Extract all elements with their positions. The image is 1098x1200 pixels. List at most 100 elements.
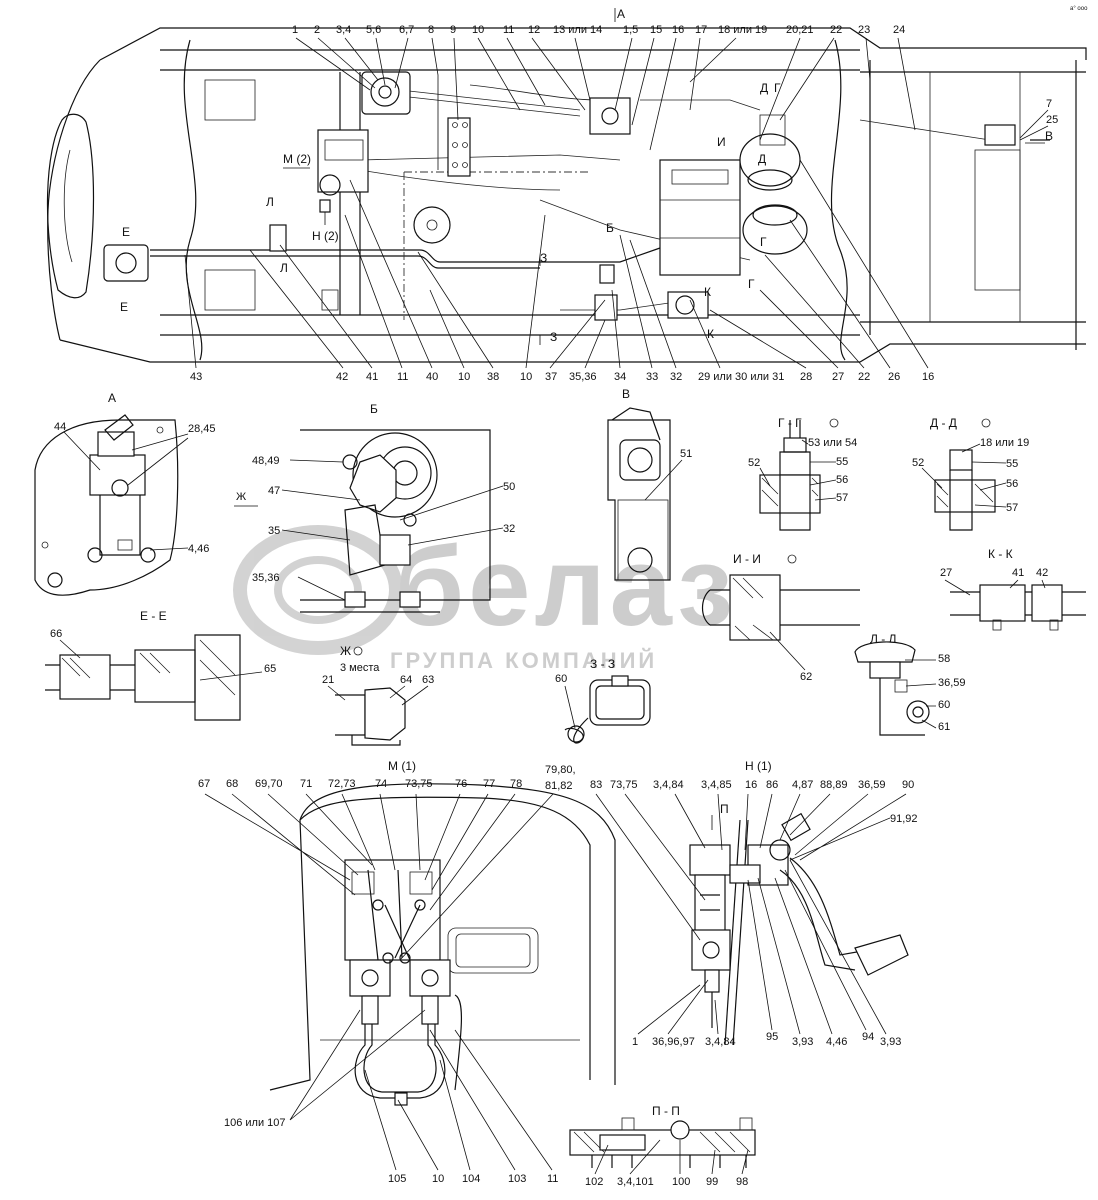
callout-7-right: 7	[1046, 98, 1052, 110]
mark-g-low: Г	[748, 277, 755, 291]
view-kk: К - К 27 41 42	[940, 547, 1086, 631]
brake-chamber-lower	[742, 204, 808, 255]
mark-z-top: З	[540, 251, 547, 265]
m1-label-77: 77	[483, 778, 495, 790]
view-b-mark-zh: Ж	[236, 491, 246, 503]
mark-n2: Н (2)	[312, 229, 339, 243]
view-zz-label-60: 60	[555, 673, 567, 685]
callout-5-6: 5,6	[366, 24, 381, 36]
view-v: В 51	[607, 387, 692, 581]
callout-11: 11	[503, 24, 514, 36]
callout-12: 12	[528, 24, 540, 36]
mark-k-top: К	[704, 285, 711, 299]
callout-43: 43	[190, 371, 202, 383]
m1-label-11: 11	[547, 1173, 558, 1185]
n1-label-90: 90	[902, 779, 914, 791]
view-b: Б 48,49 47 50 35 32 35,36 Ж	[234, 402, 515, 613]
n1-label-83: 83	[590, 779, 602, 791]
view-dd-label-52: 52	[912, 457, 924, 469]
callout-11-bottom: 11	[397, 371, 408, 383]
callout-41: 41	[366, 371, 378, 383]
n1-label-3-4-84-bottom: 3,4,84	[705, 1036, 736, 1048]
n1-label-3-93-b: 3,93	[880, 1036, 901, 1048]
m1-label-67: 67	[198, 778, 210, 790]
callout-24: 24	[893, 24, 905, 36]
view-b-label-48-49: 48,49	[252, 455, 280, 467]
n1-label-88-89: 88,89	[820, 779, 848, 791]
view-kk-label-41: 41	[1012, 567, 1024, 579]
callout-22: 22	[830, 24, 842, 36]
mark-d-mid: Д	[758, 152, 766, 166]
view-gg-label-57: 57	[836, 492, 848, 504]
view-zh-label-64: 64	[400, 674, 412, 686]
m1-label-68: 68	[226, 778, 238, 790]
view-zz: З - З 60	[555, 657, 651, 744]
n1-label-36-59: 36,59	[858, 779, 886, 791]
callout-25: 25	[1046, 114, 1058, 126]
n1-mark-p: П	[720, 802, 729, 816]
view-gg-label-52: 52	[748, 457, 760, 469]
view-ll: Л - Л 58 36,59 60 61	[854, 632, 966, 736]
callout-28: 28	[800, 371, 812, 383]
n1-label-94: 94	[862, 1031, 874, 1043]
view-a-label-4-46: 4,46	[188, 543, 209, 555]
view-ii: И - И 62	[701, 552, 860, 683]
m1-label-74: 74	[375, 778, 387, 790]
mark-l-bottom: Л	[280, 261, 288, 275]
view-zh-label-21: 21	[322, 674, 334, 686]
callout-1-5: 1,5	[623, 24, 638, 36]
view-dd-title: Д - Д	[930, 416, 957, 430]
m1-label-81-82: 81,82	[545, 780, 573, 792]
callout-2: 2	[314, 24, 320, 36]
mark-e-top: Е	[122, 225, 130, 239]
n1-label-4-87: 4,87	[792, 779, 813, 791]
view-kk-label-42: 42	[1036, 567, 1048, 579]
main-top-callouts: 1 2 3,4 5,6 6,7 8 9 10 11 12 13 или 14 1…	[292, 24, 1058, 170]
view-ee-title: Е - Е	[140, 609, 167, 623]
mark-e-bottom: Е	[120, 300, 128, 314]
m1-label-10: 10	[432, 1173, 444, 1185]
callout-29-30-31: 29 или 30 или 31	[698, 371, 784, 383]
n1-label-95: 95	[766, 1031, 778, 1043]
view-zh-title: Ж	[340, 644, 351, 658]
pp-label-100: 100	[672, 1176, 690, 1188]
view-a-title: А	[108, 391, 116, 405]
view-dd-label-18-19: 18 или 19	[980, 437, 1029, 449]
watermark: белаз ГРУППА КОМПАНИЙ	[233, 524, 737, 673]
watermark-brand: белаз	[395, 524, 737, 649]
callout-34: 34	[614, 371, 626, 383]
n1-label-1: 1	[632, 1036, 638, 1048]
view-dd: Д - Д 52 18 или 19 55 56 57	[912, 416, 1029, 531]
view-ee: Е - Е 66 65	[45, 609, 276, 721]
view-ll-label-36-59: 36,59	[938, 677, 966, 689]
callout-27: 27	[832, 371, 844, 383]
view-kk-title: К - К	[988, 547, 1013, 561]
pp-label-98: 98	[736, 1176, 748, 1188]
view-kk-label-27: 27	[940, 567, 952, 579]
m1-label-104: 104	[462, 1173, 480, 1185]
pp-label-99: 99	[706, 1176, 718, 1188]
corner-mark: a° ooo	[1070, 6, 1088, 12]
n1-label-86: 86	[766, 779, 778, 791]
callout-9: 9	[450, 24, 456, 36]
view-gg-label-53-54: 53 или 54	[808, 437, 857, 449]
view-ii-label-62: 62	[800, 671, 812, 683]
valve-block-top	[361, 71, 411, 115]
n1-label-3-4-84: 3,4,84	[653, 779, 684, 791]
callout-20-21: 20,21	[786, 24, 814, 36]
view-a: А 44 28,45 4,46	[34, 391, 216, 596]
callout-16-bottom: 16	[922, 371, 934, 383]
view-pp-title: П - П	[652, 1104, 680, 1118]
n1-label-36-96-97: 36,96,97	[652, 1036, 695, 1048]
brake-chamber-upper	[739, 114, 801, 191]
pp-label-102: 102	[585, 1176, 603, 1188]
mark-l-top: Л	[266, 195, 274, 209]
mark-k-bottom: К	[707, 327, 714, 341]
view-gg-label-56: 56	[836, 474, 848, 486]
m1-label-103: 103	[508, 1173, 526, 1185]
mark-a: А	[617, 7, 625, 21]
callout-17: 17	[695, 24, 707, 36]
view-ee-label-65: 65	[264, 663, 276, 675]
n1-label-91-92: 91,92	[890, 813, 918, 825]
